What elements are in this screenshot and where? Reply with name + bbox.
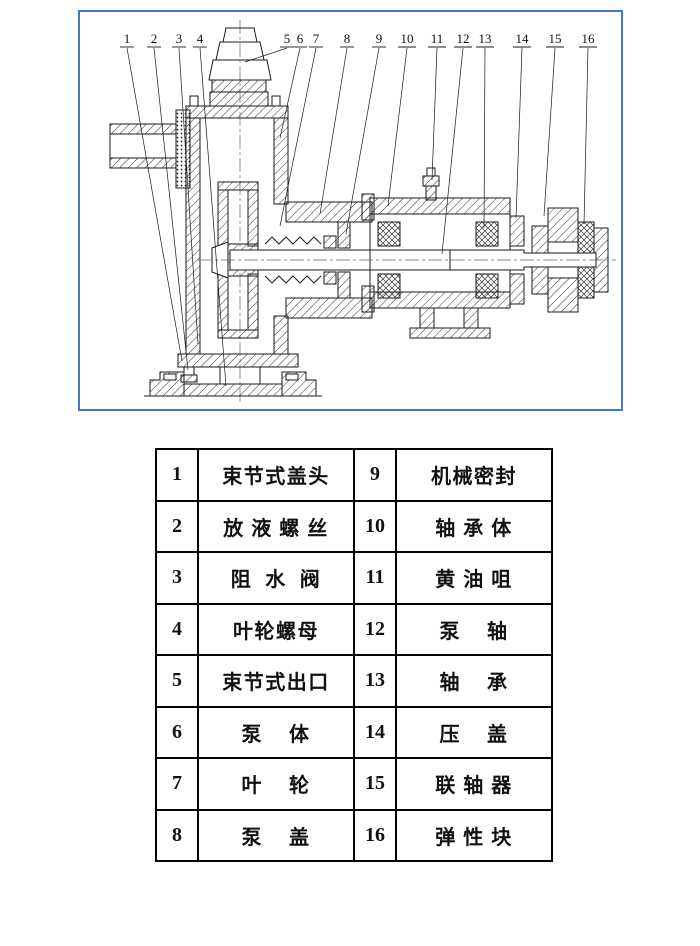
- table-row: 4 叶轮螺母 12 泵 轴: [155, 602, 553, 656]
- part-number: 3: [155, 551, 199, 605]
- base-foot: [144, 367, 322, 397]
- callout-4: 4: [197, 31, 204, 46]
- part-name: 黄 油 咀: [395, 551, 553, 605]
- mechanical-seal: [264, 235, 337, 285]
- callout-16: 16: [582, 31, 596, 46]
- bearing-housing: [361, 193, 511, 339]
- part-number: 6: [155, 705, 199, 759]
- part-name: 束节式出口: [197, 654, 355, 708]
- part-number: 8: [155, 808, 199, 862]
- coupling: [531, 207, 609, 313]
- callout-15: 15: [549, 31, 562, 46]
- pump-drawing-panel: 1 2 3 4 5 6 7 8 9 10 11 12 13 14 15 16: [78, 10, 623, 411]
- part-name: 弹 性 块: [395, 808, 553, 862]
- table-row: 2 放 液 螺 丝 10 轴 承 体: [155, 499, 553, 553]
- table-row: 5 束节式出口 13 轴 承: [155, 654, 553, 708]
- part-number: 10: [353, 499, 397, 553]
- gland: [509, 215, 525, 305]
- table-row: 8 泵 盖 16 弹 性 块: [155, 808, 553, 862]
- callout-6: 6: [297, 31, 304, 46]
- union-outlet: [208, 27, 272, 107]
- parts-table: 1 束节式盖头 9 机械密封 2 放 液 螺 丝 10 轴 承 体 3 阻 水 …: [155, 448, 553, 862]
- bearings: [377, 221, 499, 299]
- part-number: 11: [353, 551, 397, 605]
- part-name: 联 轴 器: [395, 757, 553, 811]
- pump-cross-section-drawing: 1 2 3 4 5 6 7 8 9 10 11 12 13 14 15 16: [109, 20, 616, 404]
- inlet-pipe: [109, 109, 191, 189]
- callout-8: 8: [344, 31, 351, 46]
- part-name: 泵 轴: [395, 602, 553, 656]
- part-number: 14: [353, 705, 397, 759]
- part-name: 压 盖: [395, 705, 553, 759]
- table-row: 1 束节式盖头 9 机械密封: [155, 448, 553, 502]
- callout-13: 13: [479, 31, 492, 46]
- impeller-nut: [211, 241, 229, 279]
- part-number: 4: [155, 602, 199, 656]
- table-row: 6 泵 体 14 压 盖: [155, 705, 553, 759]
- callout-11: 11: [431, 31, 444, 46]
- grease-nipple: [422, 167, 440, 201]
- callout-10: 10: [401, 31, 414, 46]
- callout-5: 5: [284, 31, 291, 46]
- part-name: 机械密封: [395, 448, 553, 502]
- leader-lines: [126, 47, 589, 387]
- part-number: 1: [155, 448, 199, 502]
- callout-9: 9: [376, 31, 383, 46]
- part-number: 5: [155, 654, 199, 708]
- part-name: 轴 承 体: [395, 499, 553, 553]
- part-number: 15: [353, 757, 397, 811]
- part-name: 泵 体: [197, 705, 355, 759]
- part-name: 束节式盖头: [197, 448, 355, 502]
- part-name: 叶轮螺母: [197, 602, 355, 656]
- callout-1: 1: [124, 31, 131, 46]
- callout-14: 14: [516, 31, 530, 46]
- callout-7: 7: [313, 31, 320, 46]
- part-name: 放 液 螺 丝: [197, 499, 355, 553]
- part-name: 轴 承: [395, 654, 553, 708]
- part-number: 9: [353, 448, 397, 502]
- part-number: 12: [353, 602, 397, 656]
- table-row: 7 叶 轮 15 联 轴 器: [155, 757, 553, 811]
- part-number: 2: [155, 499, 199, 553]
- part-number: 7: [155, 757, 199, 811]
- part-number: 16: [353, 808, 397, 862]
- callout-3: 3: [176, 31, 183, 46]
- part-name: 叶 轮: [197, 757, 355, 811]
- part-name: 泵 盖: [197, 808, 355, 862]
- callout-numbers: 1 2 3 4 5 6 7 8 9 10 11 12 13 14 15 16: [124, 31, 595, 46]
- callout-12: 12: [457, 31, 470, 46]
- part-number: 13: [353, 654, 397, 708]
- callout-2: 2: [151, 31, 158, 46]
- part-name: 阻 水 阀: [197, 551, 355, 605]
- table-row: 3 阻 水 阀 11 黄 油 咀: [155, 551, 553, 605]
